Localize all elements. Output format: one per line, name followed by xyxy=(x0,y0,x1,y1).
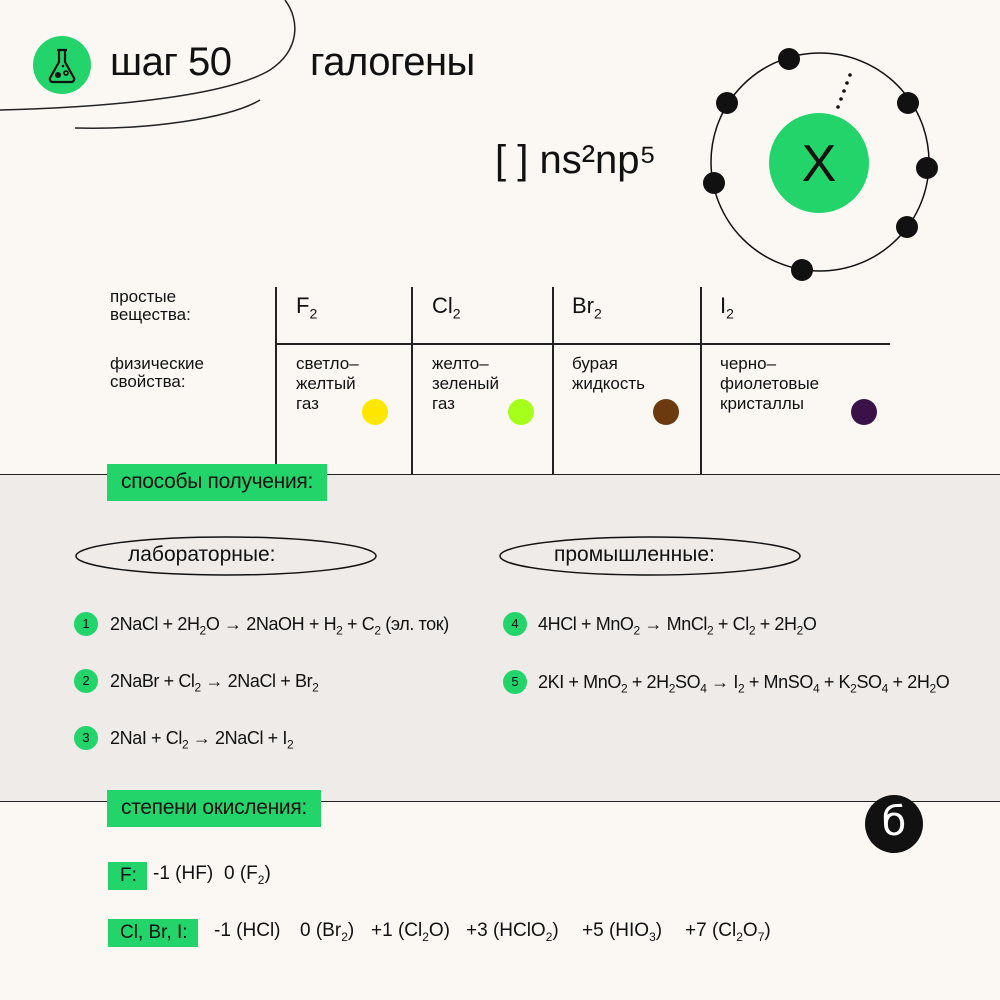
equation: 2NaI + Cl2 → 2NaCl + I2 xyxy=(110,728,294,752)
electron xyxy=(916,157,938,179)
halogens-tag: Cl, Br, I: xyxy=(108,919,198,947)
color-swatch xyxy=(653,399,679,425)
substance-formula: Br2 xyxy=(572,293,602,322)
table-row-divider xyxy=(275,343,890,345)
equation-number: 2 xyxy=(74,669,98,693)
equation-number: 3 xyxy=(74,726,98,750)
oxidation-state: -1 (HF) xyxy=(153,863,214,884)
industrial-methods-title: промышленные: xyxy=(554,543,715,566)
equation: 4HCl + MnO2 → MnCl2 + Cl2 + 2H2O xyxy=(538,614,817,638)
oxidation-state: -1 (HCl) xyxy=(214,920,281,941)
industrial-oval xyxy=(499,536,801,576)
header-swoosh xyxy=(0,0,296,129)
electron xyxy=(703,172,725,194)
oxidation-state: +5 (HIO3) xyxy=(582,920,663,944)
color-swatch xyxy=(851,399,877,425)
substance-formula: Cl2 xyxy=(432,293,461,322)
substance-formula: F2 xyxy=(296,293,318,322)
electron xyxy=(778,48,800,70)
electron xyxy=(716,92,738,114)
row-label-properties: физические свойства: xyxy=(110,354,204,391)
lab-oval xyxy=(75,536,377,576)
oxidation-state: 0 (Br2) xyxy=(300,920,355,944)
equation: 2KI + MnO2 + 2H2SO4 → I2 + MnSO4 + K2SO4… xyxy=(538,672,950,696)
oxidation-state: +1 (Cl2O) xyxy=(371,920,451,944)
flask-icon xyxy=(48,48,76,84)
oxidation-state: 0 (F2) xyxy=(224,863,271,887)
methods-title: способы получения: xyxy=(107,464,328,501)
oxidation-title: степени окисления: xyxy=(107,790,321,827)
electron-configuration: [ ] ns²np⁵ xyxy=(495,138,657,182)
step-title: шаг 50 xyxy=(110,40,232,84)
equation: 2NaBr + Cl2 → 2NaCl + Br2 xyxy=(110,671,319,695)
row-label-substances: простые вещества: xyxy=(110,287,191,324)
table-divider xyxy=(411,287,413,474)
methods-panel xyxy=(0,474,1000,802)
substance-formula: I2 xyxy=(720,293,734,322)
brand-logo-icon: б xyxy=(865,795,923,853)
fluorine-tag: F: xyxy=(108,862,147,890)
table-divider xyxy=(700,287,702,474)
atom-nucleus xyxy=(769,113,869,213)
equation-number: 5 xyxy=(503,670,527,694)
table-divider xyxy=(275,287,277,474)
color-swatch xyxy=(508,399,534,425)
electron xyxy=(896,216,918,238)
electron xyxy=(897,92,919,114)
equation-number: 4 xyxy=(503,612,527,636)
oxidation-state: +7 (Cl2O7) xyxy=(685,920,771,944)
atom-diagram: X xyxy=(703,48,938,281)
topic-title: галогены xyxy=(310,40,475,84)
lab-methods-title: лабораторные: xyxy=(128,543,276,566)
missing-electron-dots xyxy=(836,73,852,109)
oxidation-state: +3 (HClO2) xyxy=(466,920,559,944)
color-swatch xyxy=(362,399,388,425)
equation: 2NaCl + 2H2O → 2NaOH + H2 + C2 (эл. ток) xyxy=(110,614,449,638)
atom-symbol: X xyxy=(802,135,837,193)
equation-number: 1 xyxy=(74,612,98,636)
logo-badge xyxy=(33,36,91,94)
table-divider xyxy=(552,287,554,474)
electron xyxy=(791,259,813,281)
